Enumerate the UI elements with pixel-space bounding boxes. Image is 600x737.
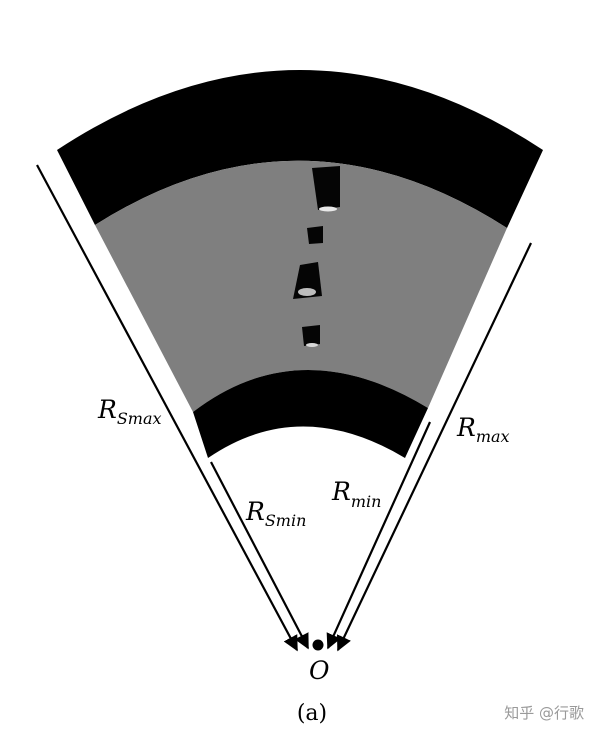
radius-arrows xyxy=(36,164,532,652)
label-r-smin: RSmin xyxy=(245,497,306,530)
r-max-arrow xyxy=(336,242,532,652)
r-smax-arrow xyxy=(36,164,298,652)
sector-features xyxy=(293,166,340,347)
feature-3-highlight xyxy=(298,288,316,296)
feature-2 xyxy=(307,226,323,244)
feature-4 xyxy=(302,325,320,346)
label-r-min: Rmin xyxy=(331,477,381,511)
feature-1 xyxy=(312,166,340,210)
inner-black-band xyxy=(193,369,428,458)
watermark: 知乎 @行歌 xyxy=(504,704,584,722)
label-r-max: Rmax xyxy=(456,413,510,446)
feature-4-highlight xyxy=(306,343,318,347)
label-r-smax: RSmax xyxy=(97,395,162,428)
label-origin: O xyxy=(309,656,330,685)
outer-black-band xyxy=(57,70,543,228)
origin-point xyxy=(312,639,324,651)
figure-caption: (a) xyxy=(297,701,327,726)
r-smin-arrow xyxy=(210,461,309,650)
r-min-arrow xyxy=(326,421,432,650)
feature-1-highlight xyxy=(319,206,337,212)
